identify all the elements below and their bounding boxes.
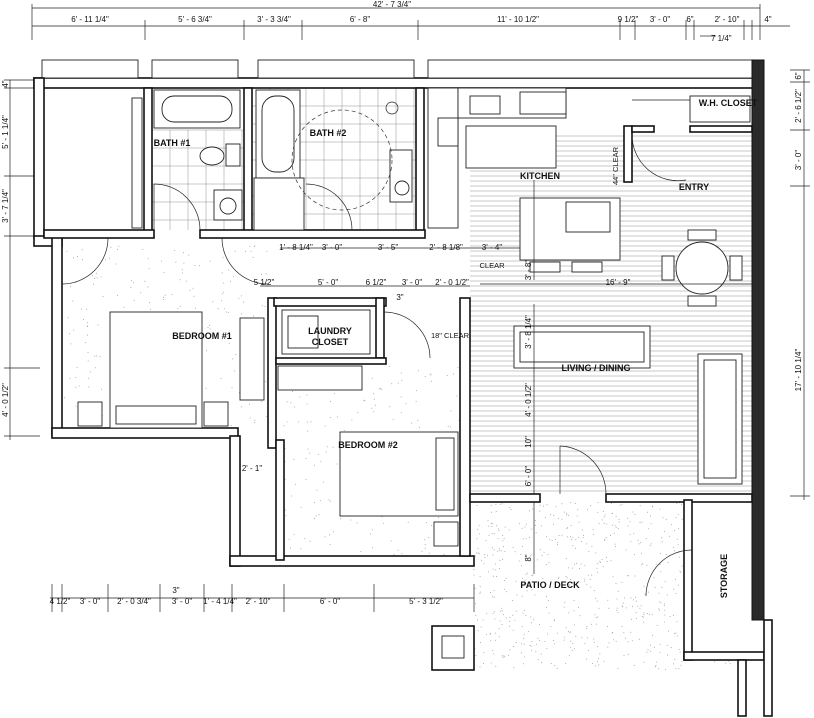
overall-dimension: 42' - 7 3/4": [373, 0, 411, 9]
mid-dim-19: 8": [524, 554, 533, 561]
right-dim-1: 6": [794, 72, 803, 79]
right-dimension-lines: [790, 69, 810, 500]
bottom-dim-2: 3' - 0": [80, 597, 101, 606]
mid-dim-13: 2' - 1": [242, 464, 263, 473]
bottom-dimension-lines: [50, 584, 475, 612]
right-dim-3: 3' - 0": [794, 150, 803, 171]
top-dim-10: 4": [764, 15, 771, 24]
mid-dim-14: 3' - 8": [524, 260, 533, 281]
bottom-dim-5: 1' - 4 1/4": [203, 597, 237, 606]
mid-dim-12: 16' - 9": [606, 278, 631, 287]
mid-dim-6: 5 1/2": [254, 278, 275, 287]
room-label-bath2: BATH #2: [310, 128, 347, 138]
top-dim-2: 5' - 6 3/4": [178, 15, 212, 24]
bottom-dim-3: 2' - 0 3/4": [117, 597, 151, 606]
bottom-dim-1: 4 1/2": [50, 597, 71, 606]
fixtures: [77, 87, 752, 547]
top-dim-8: 6": [686, 15, 693, 24]
top-dim-9: 2' - 10": [715, 15, 740, 24]
top-dim-5: 11' - 10 1/2": [497, 15, 539, 24]
top-dim-4: 6' - 8": [350, 15, 371, 24]
top-dim-3: 3' - 3 3/4": [257, 15, 291, 24]
left-dim-1: 4": [1, 80, 10, 87]
room-label-entry: ENTRY: [679, 182, 709, 192]
room-label-storage: STORAGE: [719, 554, 729, 598]
room-label-bedroom2: BEDROOM #2: [338, 440, 398, 450]
top-dim-6: 9 1/2": [618, 15, 639, 24]
room-label-wh-closet: W.H. CLOSET: [699, 98, 758, 108]
mid-dim-5: 3' - 4": [482, 243, 503, 252]
bottom-dim-4: 3' - 0": [172, 597, 193, 606]
walls: [33, 59, 773, 717]
mid-dim-4: 2' - 8 1/8": [429, 243, 463, 252]
mid-dim-3: 3' - 5": [378, 243, 399, 252]
left-dim-4: 4' - 0 1/2": [1, 383, 10, 417]
mid-dim-17: 10": [524, 436, 533, 448]
room-label-bath1: BATH #1: [154, 138, 191, 148]
bottom-dim-9: 3": [172, 586, 179, 595]
bottom-dim-8: 5' - 3 1/2": [409, 597, 443, 606]
mid-dim-18: 6' - 0": [524, 466, 533, 487]
bottom-dim-6: 2' - 10": [246, 597, 271, 606]
mid-dim-11: 3": [396, 293, 403, 302]
room-label-patio: PATIO / DECK: [520, 580, 580, 590]
mid-dim-7: 5' - 0": [318, 278, 339, 287]
room-label-living: LIVING / DINING: [561, 363, 630, 373]
room-label-laundry: LAUNDRY: [308, 326, 352, 336]
top-dim-7: 3' - 0": [650, 15, 671, 24]
top-dim-1: 6' - 11 1/4": [71, 15, 109, 24]
right-dim-2: 2' - 6 1/2": [794, 89, 803, 123]
left-dim-3: 3' - 7 1/4": [1, 189, 10, 223]
note-kitchen-clear: 44" CLEAR: [611, 146, 620, 185]
left-dim-2: 5' - 1 1/4": [1, 115, 10, 149]
note-laundry-clear: 18" CLEAR: [431, 331, 470, 340]
interior-dimension-lines: [260, 180, 752, 574]
note-clear: CLEAR: [479, 261, 505, 270]
room-label-kitchen: KITCHEN: [520, 171, 560, 181]
mid-dim-1: 1' - 8 1/4": [279, 243, 313, 252]
top-dim-11: 7 1/4": [711, 34, 732, 43]
top-dimension-lines: [31, 4, 790, 40]
mid-dim-15: 3' - 8 1/4": [524, 315, 533, 349]
mid-dim-2: 3' - 0": [322, 243, 343, 252]
bottom-dim-7: 6' - 0": [320, 597, 341, 606]
right-dim-4: 17' - 10 1/4": [794, 349, 803, 392]
mid-dim-16: 4' - 0 1/2": [524, 383, 533, 417]
mid-dim-10: 2' - 0 1/2": [435, 278, 469, 287]
mid-dim-9: 3' - 0": [402, 278, 423, 287]
door-swings: [61, 133, 693, 597]
mid-dim-8: 6 1/2": [366, 278, 387, 287]
room-label-closet: CLOSET: [312, 337, 349, 347]
room-label-bedroom1: BEDROOM #1: [172, 331, 232, 341]
